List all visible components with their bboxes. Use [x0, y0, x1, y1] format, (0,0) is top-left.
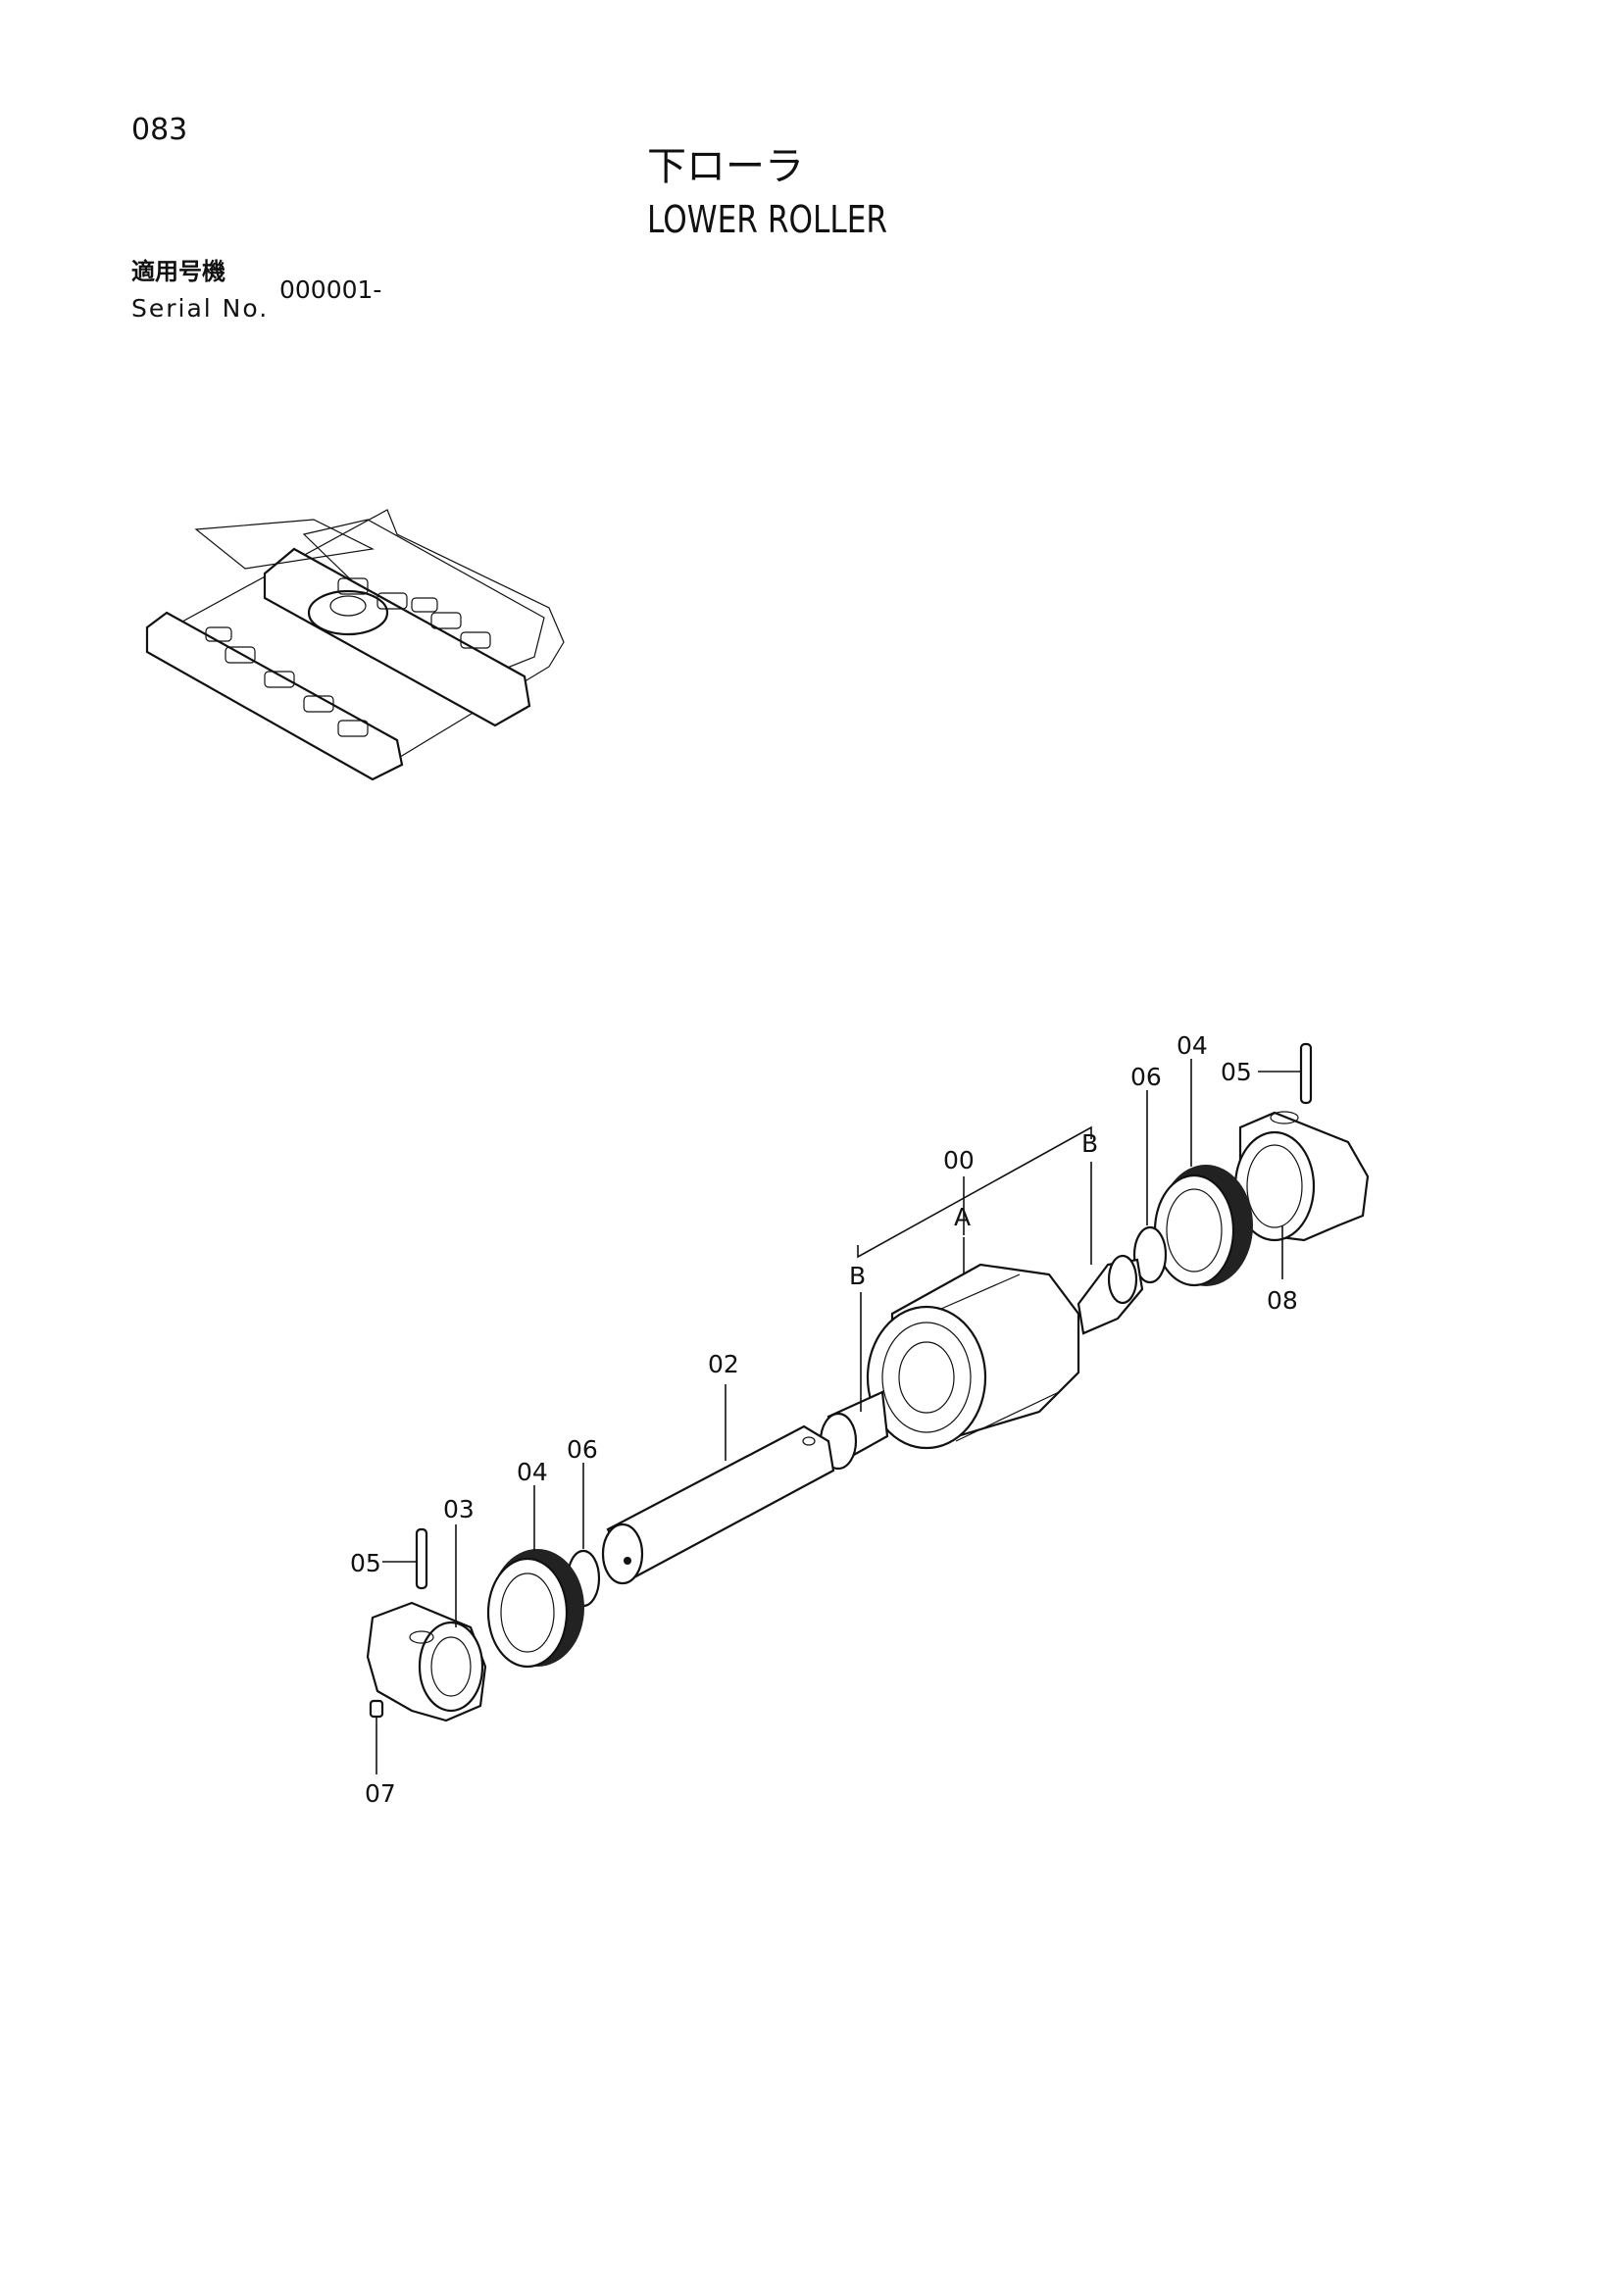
serial-value: 000001- — [279, 275, 382, 304]
undercarriage-overview-illustration — [145, 509, 565, 781]
callout-05-left: 05 — [350, 1549, 381, 1577]
leader-lines — [455, 1059, 1283, 1627]
page-number: 083 — [131, 113, 188, 147]
part-02-shaft — [601, 1424, 835, 1585]
callout-04-right: 04 — [1177, 1031, 1208, 1060]
serial-label: Serial No. — [131, 294, 270, 323]
part-08-housing — [1233, 1111, 1370, 1242]
callout-B-right: B — [1081, 1129, 1098, 1158]
serial-label-japanese: 適用号機 — [131, 258, 225, 285]
part-07-plug — [369, 1699, 384, 1774]
callout-08: 08 — [1267, 1286, 1298, 1315]
part-03-housing — [366, 1601, 487, 1722]
callout-07: 07 — [365, 1779, 396, 1808]
part-04-seal-right — [1153, 1165, 1253, 1287]
page-title: LOWER ROLLER — [647, 198, 888, 241]
part-06-o-ring-right — [1132, 1225, 1168, 1284]
callout-A: A — [954, 1203, 971, 1231]
callout-00: 00 — [943, 1146, 975, 1174]
callout-06-right: 06 — [1130, 1063, 1162, 1091]
callout-03: 03 — [443, 1495, 475, 1523]
page-title-japanese: 下ローラ — [647, 144, 804, 189]
part-04-seal-left — [486, 1549, 584, 1669]
callout-06-left: 06 — [567, 1435, 598, 1464]
callout-04-left: 04 — [517, 1458, 548, 1486]
callout-B-left: B — [849, 1262, 866, 1290]
part-00-roller-assembly — [819, 1254, 1144, 1471]
part-05-pin-left — [382, 1527, 428, 1590]
callout-02: 02 — [708, 1350, 739, 1378]
callout-05-right: 05 — [1221, 1058, 1252, 1086]
part-05-pin-right — [1258, 1042, 1313, 1105]
